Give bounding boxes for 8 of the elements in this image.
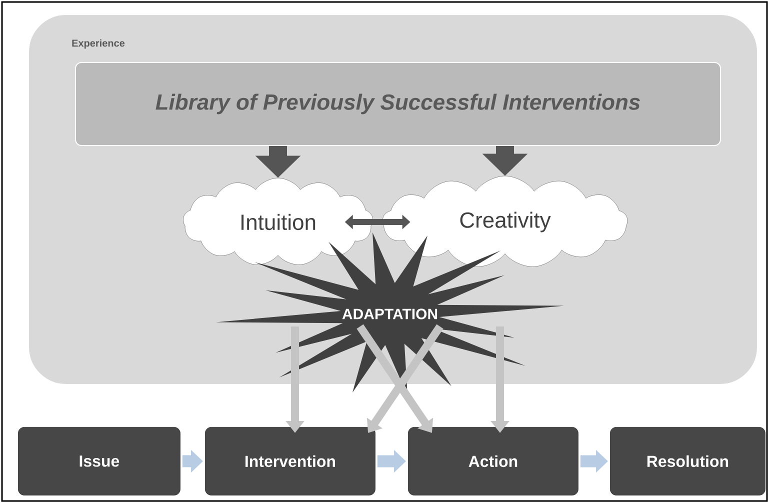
thought-cloud: Creativity (382, 176, 628, 267)
thought-cloud: Intuition (183, 178, 373, 265)
process-box: Resolution (610, 427, 766, 496)
adaptation-burst: ADAPTATION (216, 232, 564, 396)
library-banner: Library of Previously Successful Interventions (75, 62, 721, 146)
process-box: Issue (18, 427, 180, 496)
process-box: Intervention (205, 427, 376, 496)
process-box: Action (408, 427, 578, 496)
